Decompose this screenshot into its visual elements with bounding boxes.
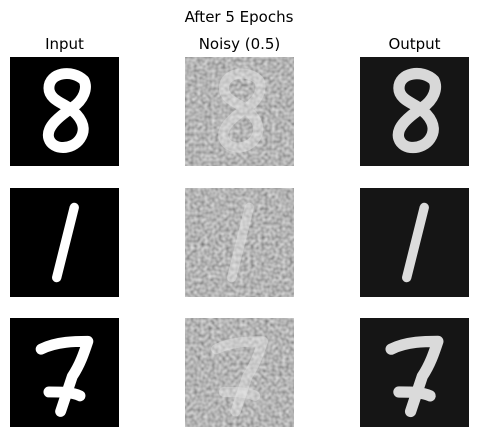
reconstructed-digit-image: [360, 57, 469, 166]
noisy-digit-image: [185, 318, 294, 427]
noisy-digit-image: [185, 57, 294, 166]
digit-image: [10, 188, 119, 297]
digit-image: [10, 57, 119, 166]
panel-noisy-row-1: [185, 57, 294, 166]
panel-noisy-row-2: [185, 188, 294, 297]
panel-output-row-1: [360, 57, 469, 166]
panel-noisy-row-3: [185, 318, 294, 427]
panel-output-row-2: [360, 188, 469, 297]
column-title-input: Input: [45, 35, 84, 53]
digit-image: [10, 318, 119, 427]
column-title-noisy: Noisy (0.5): [198, 35, 281, 53]
reconstructed-digit-image: [360, 318, 469, 427]
panel-output-row-3: [360, 318, 469, 427]
figure-title: After 5 Epochs: [184, 8, 294, 26]
panel-input-row-1: [10, 57, 119, 166]
panel-input-row-2: [10, 188, 119, 297]
noisy-digit-image: [185, 188, 294, 297]
column-title-output: Output: [388, 35, 441, 53]
reconstructed-digit-image: [360, 188, 469, 297]
panel-input-row-3: [10, 318, 119, 427]
